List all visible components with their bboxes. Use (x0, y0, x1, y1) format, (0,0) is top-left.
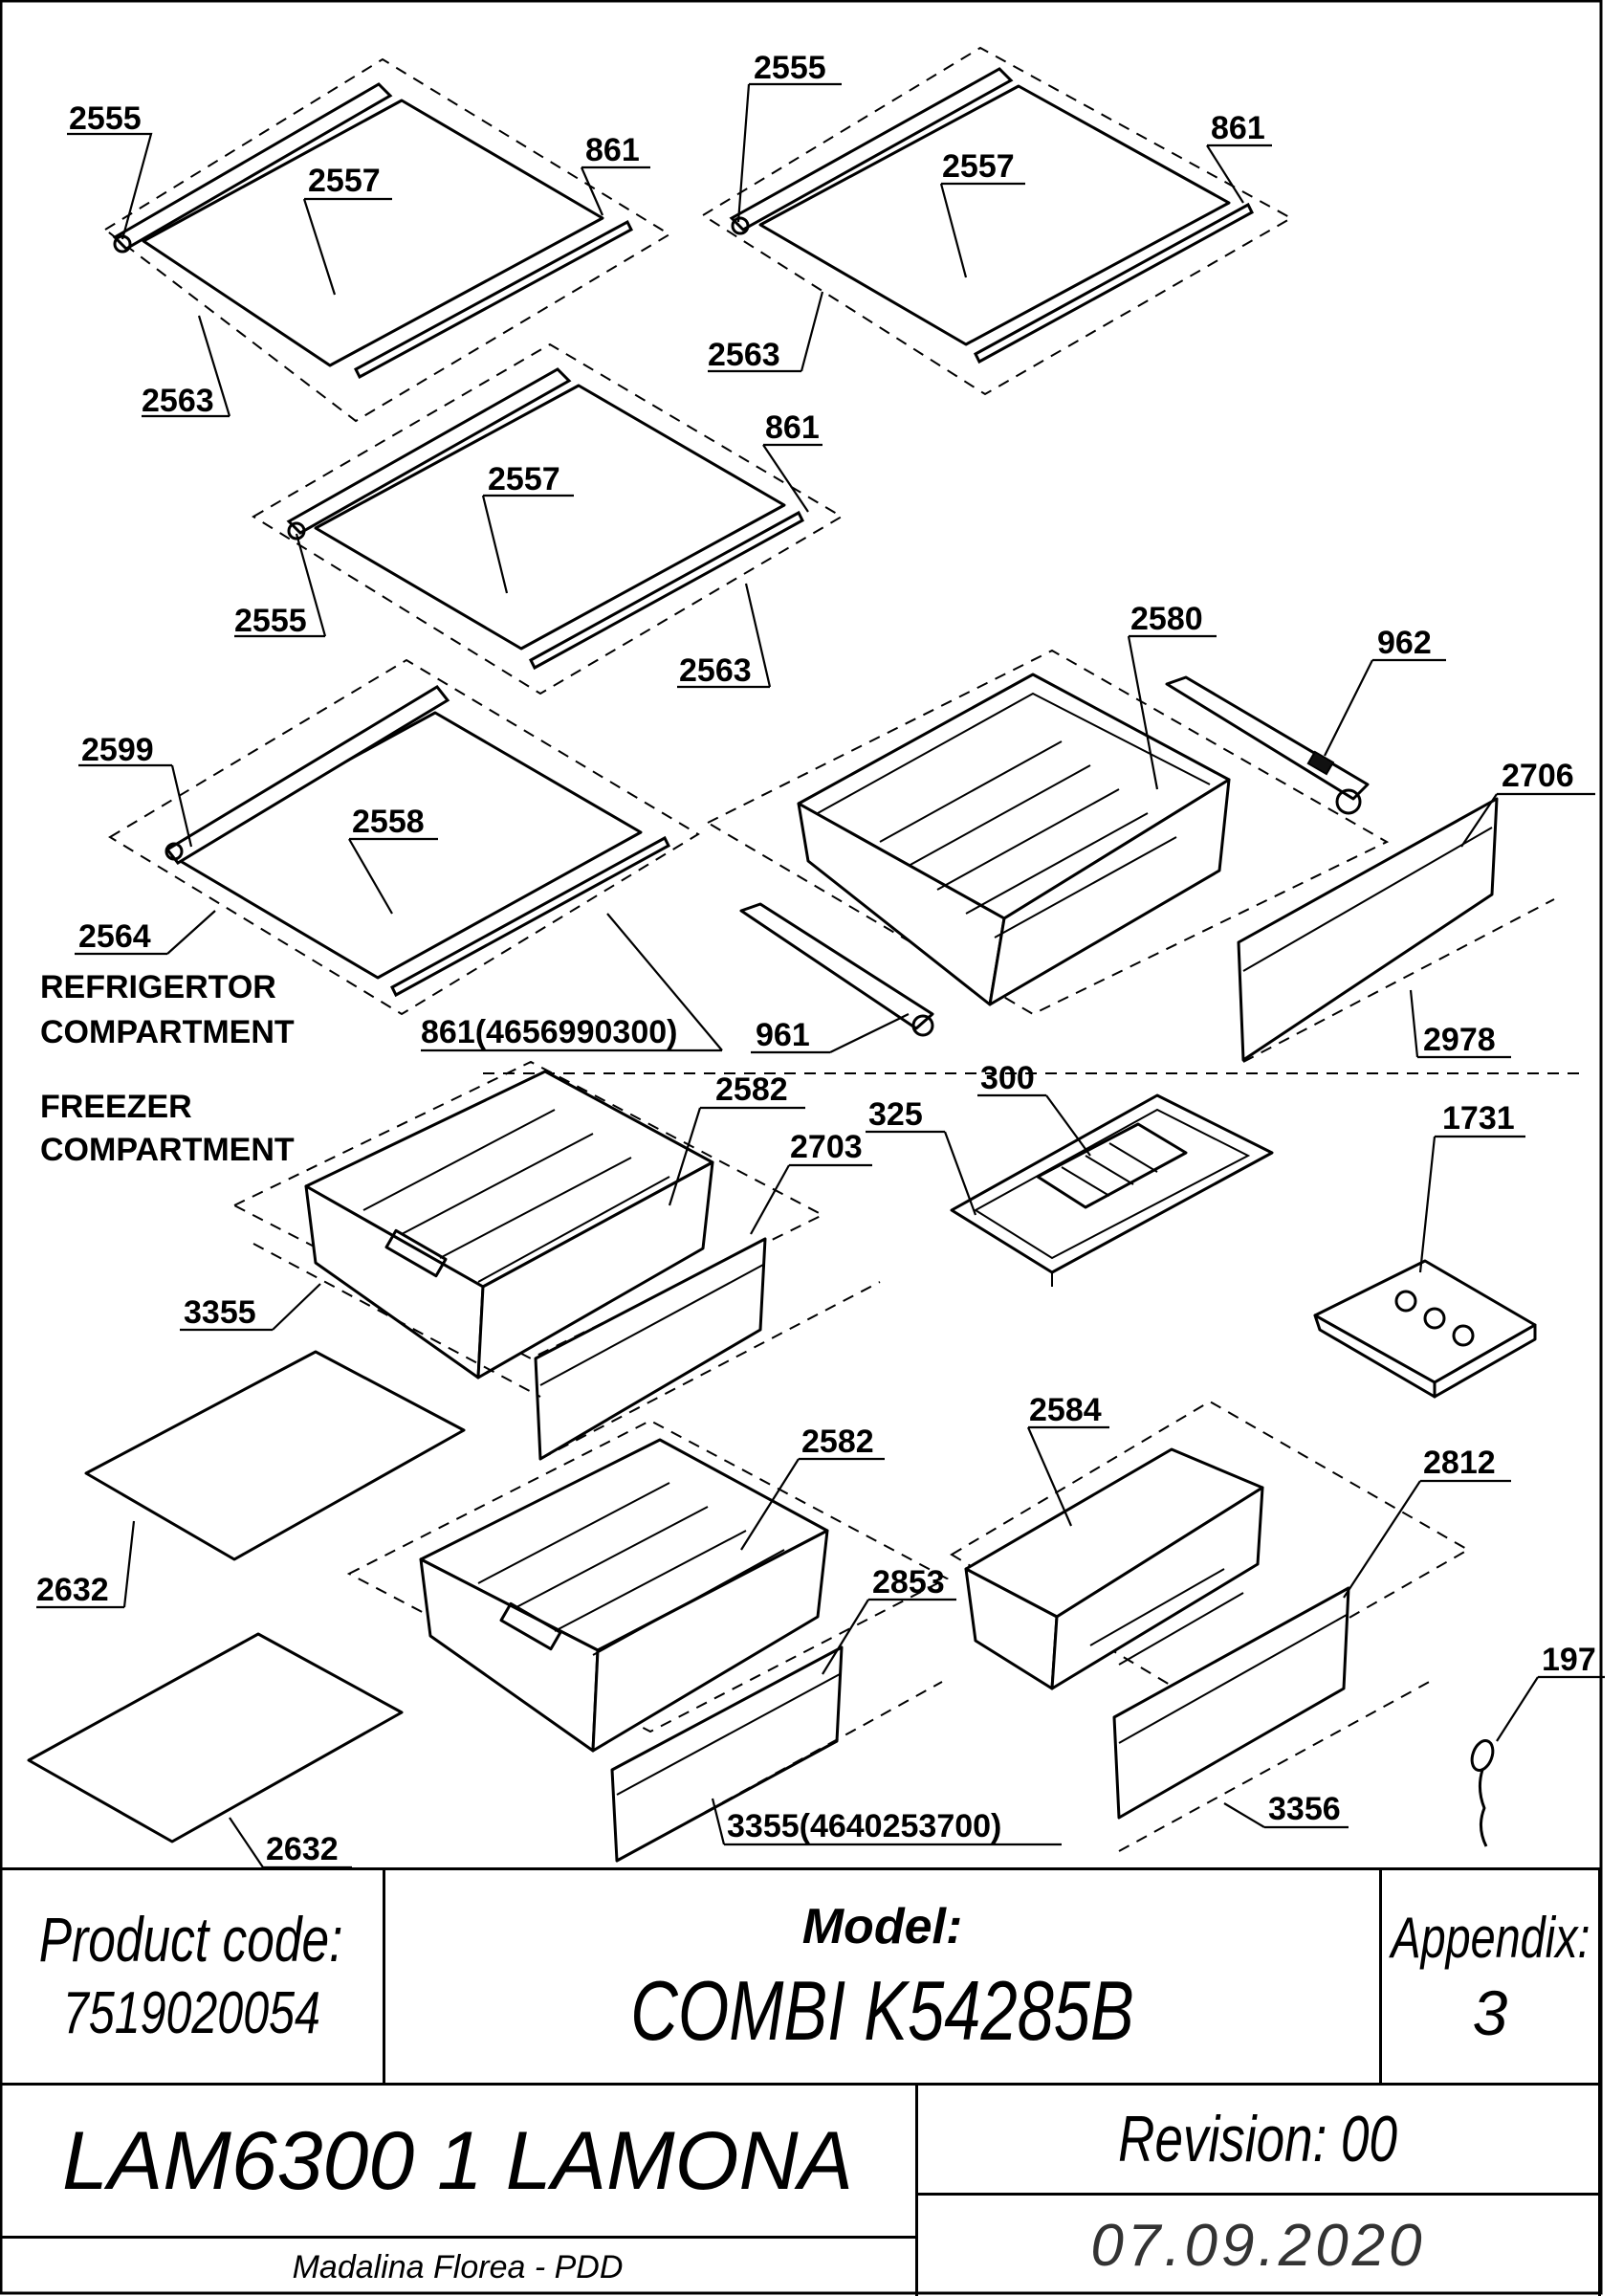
drawer-slide-right (1165, 675, 1370, 815)
label-2563-b: 2563 (708, 337, 780, 373)
label-2563-a: 2563 (142, 383, 214, 419)
label-2853: 2853 (872, 1564, 945, 1601)
product-code-cell: Product code: 7519020054 (0, 1867, 385, 2083)
label-861-b: 861 (1211, 110, 1265, 146)
label-2564: 2564 (78, 918, 151, 955)
label-861-d: 861(4656990300) (421, 1014, 677, 1050)
key (1470, 1739, 1495, 1847)
revision: Revision: 00 (1118, 2103, 1398, 2175)
glass-panel-b (27, 1632, 404, 1843)
label-2580: 2580 (1130, 601, 1203, 637)
label-961: 961 (756, 1017, 810, 1053)
glass-shelf-a (103, 57, 671, 423)
leader-lines (36, 82, 1605, 1869)
label-2599: 2599 (81, 732, 154, 768)
label-2703: 2703 (790, 1129, 863, 1165)
glass-panel-a (84, 1350, 466, 1561)
label-2812: 2812 (1423, 1445, 1496, 1481)
product-code: 7519020054 (62, 1980, 320, 2046)
label-2555-b: 2555 (754, 50, 826, 86)
label-2557-a: 2557 (308, 163, 381, 199)
label-2582-a: 2582 (715, 1071, 788, 1108)
model-label: Model: (801, 1899, 963, 1954)
ice-cube-tray (1036, 1122, 1188, 1209)
refrigerator-label-line2: COMPARTMENT (40, 1014, 295, 1050)
label-962: 962 (1377, 625, 1432, 661)
glass-shelf-c (252, 342, 844, 695)
model-value: COMBI K54285B (630, 1963, 1134, 2058)
label-2563-c: 2563 (679, 652, 752, 689)
label-2555-a: 2555 (69, 100, 142, 137)
freezer-label-line1: FREEZER (40, 1089, 192, 1125)
glass-shelf-b (701, 46, 1294, 396)
appendix-cell: Appendix: 3 (1382, 1867, 1601, 2083)
freezer-drawer-upper (231, 1060, 825, 1380)
freezer-drawer-front-lower (610, 1645, 943, 1863)
label-861-a: 861 (585, 132, 640, 168)
crisper-drawer-front (1237, 797, 1555, 1063)
revision-cell: Revision: 00 (918, 2083, 1601, 2193)
model-cell: Model: COMBI K54285B (385, 1867, 1382, 2083)
label-1731: 1731 (1442, 1100, 1515, 1137)
section-labels: REFRIGERTOR COMPARTMENT FREEZER COMPARTM… (40, 969, 295, 1168)
freezer-drawer-2584 (950, 1400, 1471, 1705)
label-2632-b: 2632 (266, 1831, 339, 1867)
freezer-label-line2: COMPARTMENT (40, 1132, 295, 1168)
freezer-drawer-front-upper (252, 1237, 881, 1461)
date: 07.09.2020 (1090, 2212, 1426, 2279)
label-2706: 2706 (1502, 758, 1574, 794)
glass-shelf-d (108, 658, 700, 1016)
date-cell: 07.09.2020 (918, 2193, 1601, 2296)
freezer-drawer-front-2584 (1112, 1586, 1436, 1852)
label-2558: 2558 (352, 804, 425, 840)
label-197: 197 (1542, 1642, 1596, 1678)
label-2557-c: 2557 (488, 461, 560, 497)
crisper-drawer (705, 649, 1390, 1016)
label-2557-b: 2557 (942, 148, 1015, 185)
label-300: 300 (980, 1060, 1035, 1096)
label-3356: 3356 (1268, 1791, 1341, 1827)
part-labels: 2555 2557 861 2563 2555 2557 861 2563 86… (36, 50, 1596, 1867)
label-3355-b: 3355(4640253700) (727, 1808, 1001, 1844)
label-2978: 2978 (1423, 1022, 1496, 1058)
drawer-slide-left (739, 902, 934, 1037)
freezer-drawer-lower (346, 1419, 950, 1753)
appendix-label: Appendix: (1390, 1906, 1590, 1970)
refrigerator-label-line1: REFRIGERTOR (40, 969, 276, 1005)
label-2555-c: 2555 (234, 603, 307, 639)
title-block: Product code: 7519020054 Model: COMBI K5… (0, 1867, 1623, 2296)
product-code-label: Product code: (39, 1904, 343, 1975)
author-cell: Madalina Florea - PDD (0, 2236, 918, 2296)
label-2632-a: 2632 (36, 1572, 109, 1608)
label-2582-b: 2582 (801, 1424, 874, 1460)
appendix-value: 3 (1472, 1977, 1508, 2048)
author: Madalina Florea - PDD (292, 2249, 624, 2285)
label-861-c: 861 (765, 409, 820, 446)
brand-title: LAM6300 1 LAMONA (62, 2114, 853, 2207)
label-3355-a: 3355 (184, 1294, 256, 1331)
brand-cell: LAM6300 1 LAMONA (0, 2083, 918, 2236)
label-2584: 2584 (1029, 1392, 1102, 1428)
label-325: 325 (868, 1096, 923, 1133)
ice-box (1313, 1259, 1537, 1399)
